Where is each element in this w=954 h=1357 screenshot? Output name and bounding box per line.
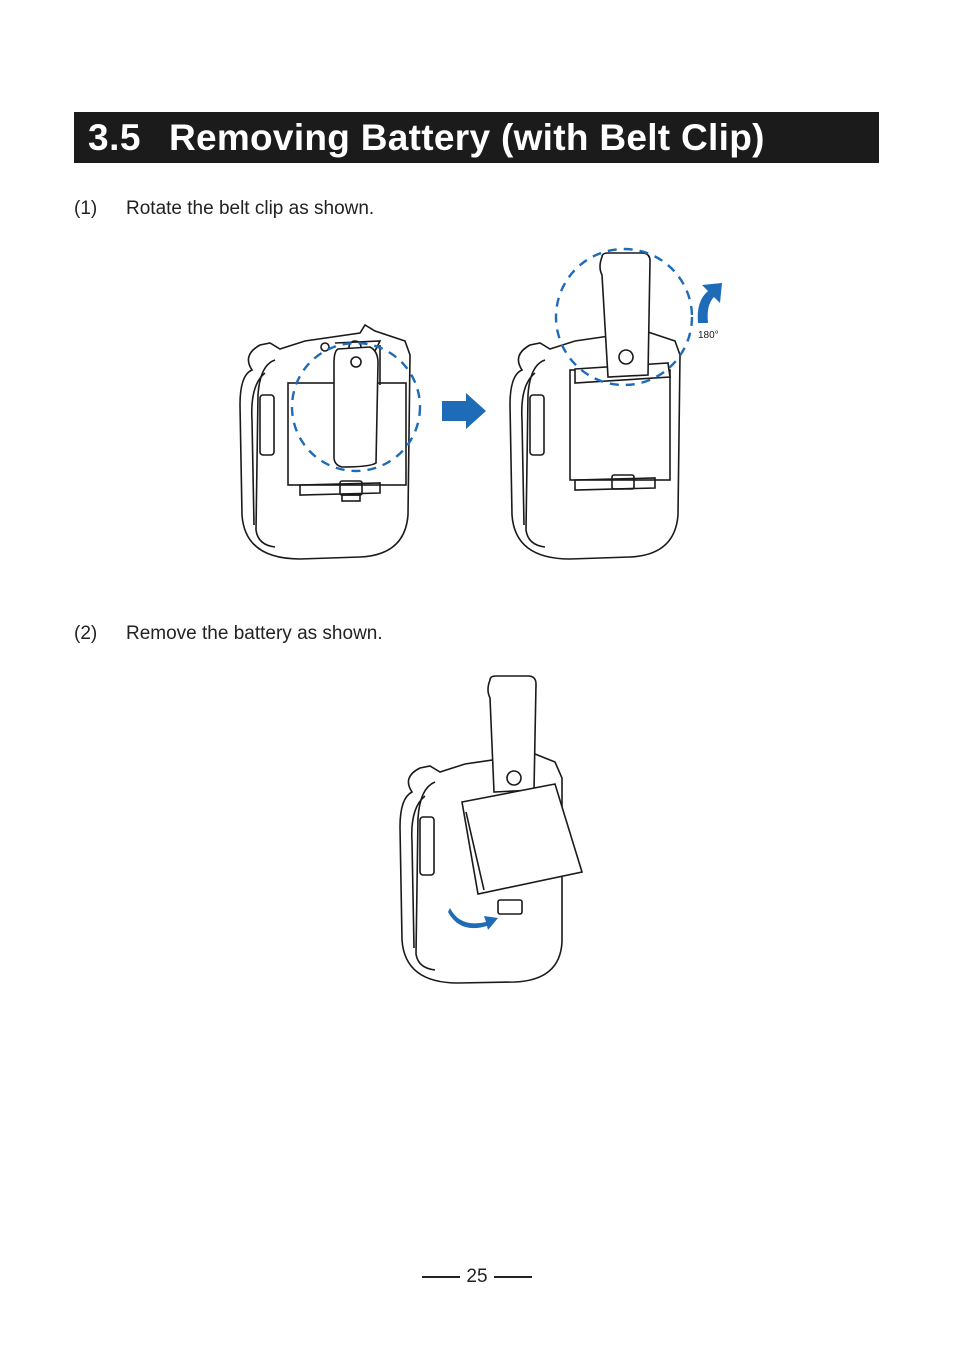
step-text: Rotate the belt clip as shown. (126, 198, 375, 219)
step-text: Remove the battery as shown. (126, 623, 383, 644)
belt-clip-up (574, 252, 671, 384)
section-title: Removing Battery (with Belt Clip) (168, 116, 765, 158)
rotate-arrow-icon (697, 283, 722, 323)
page-footer: 25 (0, 1266, 954, 1288)
step-index: (1) (74, 198, 98, 219)
highlight-circle (554, 247, 694, 387)
right-arrow-icon (442, 393, 486, 429)
footer-rule (493, 1276, 532, 1278)
footer-rule (422, 1276, 461, 1278)
highlight-circle (290, 341, 422, 473)
step-index: (2) (74, 623, 98, 644)
step-1: (1) Rotate the belt clip as shown. (74, 198, 374, 220)
belt-clip-rotation-figure: 180° (239, 247, 722, 560)
section-number: 3.5 (88, 116, 141, 158)
printer-illustration-after (509, 323, 681, 560)
battery-cover (461, 783, 584, 895)
printer-illustration (399, 746, 563, 984)
page-number: 25 (466, 1266, 488, 1287)
belt-clip-up (487, 675, 537, 793)
curved-arrow-icon (448, 908, 498, 930)
step-2: (2) Remove the battery as shown. (74, 623, 383, 645)
printer-illustration-before (239, 323, 411, 560)
battery-removal-figure (399, 675, 584, 984)
belt-clip-down (333, 346, 379, 468)
section-header: 3.5 Removing Battery (with Belt Clip) (74, 112, 879, 163)
rotation-label: 180° (698, 330, 719, 341)
